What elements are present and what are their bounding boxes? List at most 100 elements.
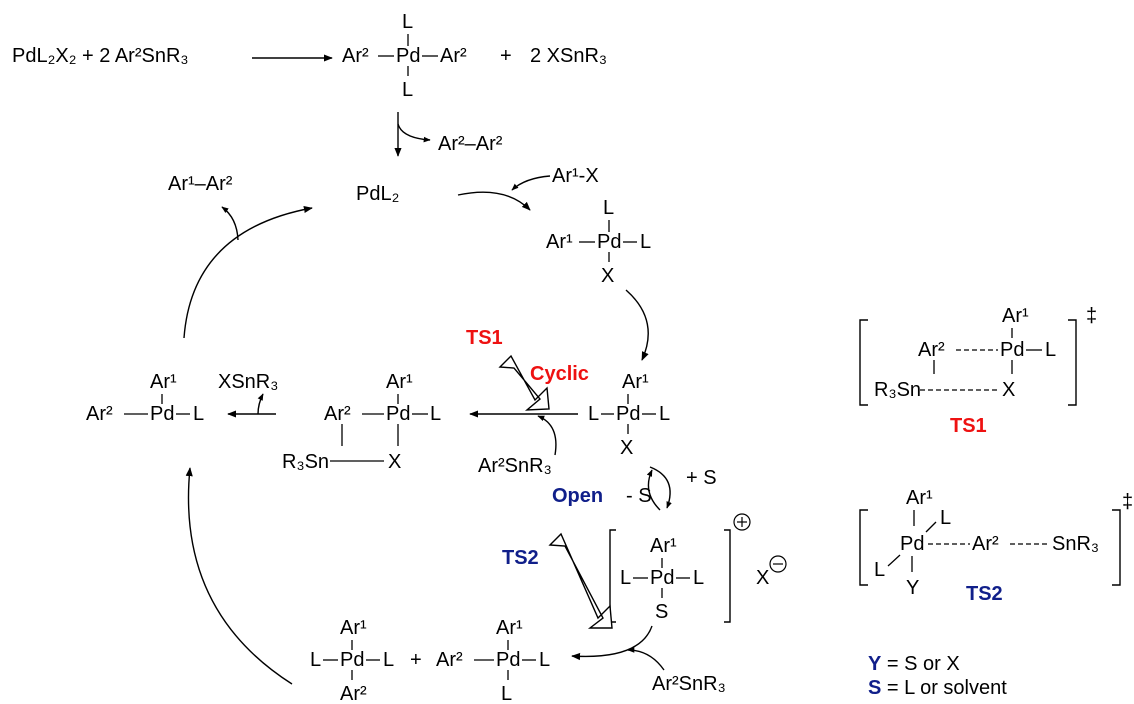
ci-pd: Pd	[386, 403, 410, 425]
homocoupling-product: Ar²–Ar²	[438, 133, 503, 155]
cyclic-label: Cyclic	[530, 363, 589, 385]
bis-aryl-pd-complex: L Ar² Pd Ar² L	[342, 11, 467, 101]
ts2-y: Y	[906, 577, 919, 599]
tb-ar1: Ar¹	[340, 617, 367, 639]
ts2-bracket-right	[1112, 509, 1121, 586]
cat-ligand-left: L	[620, 567, 631, 589]
cis-ar2: Ar²	[86, 403, 113, 425]
ts2-bracket-left	[859, 509, 868, 586]
trans-pd: Pd	[616, 403, 640, 425]
cat-pd: Pd	[650, 567, 674, 589]
plus-s: + S	[686, 467, 717, 489]
ts2-ligand-up: L	[940, 507, 951, 529]
trans-bis-aryl-complex: Ar¹ L Pd L Ar²	[310, 617, 394, 704]
ci-halide: X	[388, 451, 401, 473]
oa-ligand-right: L	[640, 231, 651, 253]
ci-ligand: L	[430, 403, 441, 425]
s-definition: S = L or solvent	[868, 677, 1007, 699]
aryl-halide-entry-arrow	[511, 175, 551, 191]
ts1-ligand: L	[1045, 339, 1056, 361]
stannane-entry-arrow-open	[627, 647, 665, 671]
cis-ar1: Ar¹	[150, 371, 177, 393]
tb-ligand-left: L	[310, 649, 321, 671]
ts1-structure: ‡ Ar¹ Ar² Pd L R₃Sn X	[859, 305, 1097, 406]
oa-halide: X	[601, 265, 614, 287]
positive-charge-icon	[733, 513, 751, 531]
cat-ar1: Ar¹	[650, 535, 677, 557]
coupled-product: Ar¹–Ar²	[168, 173, 233, 195]
solvent-association-arrow	[649, 466, 672, 509]
ts2-snr3: SnR₃	[1052, 533, 1099, 555]
ts1-dagger: ‡	[1086, 305, 1097, 327]
ci-ar1: Ar¹	[386, 371, 413, 393]
ts2-pd: Pd	[900, 533, 924, 555]
ts1-bracket-left	[859, 319, 868, 406]
trans-halide: X	[620, 437, 633, 459]
solvent-dissociation-arrow	[646, 469, 661, 511]
cation-bracket-right	[724, 529, 731, 623]
aryl-halide: Ar¹-X	[552, 165, 599, 187]
tb-ligand-right: L	[383, 649, 394, 671]
ts1-ar2: Ar²	[918, 339, 945, 361]
plus-sign: +	[500, 45, 512, 67]
ts1-label: TS1	[466, 327, 503, 349]
pd-center: Pd	[396, 45, 420, 67]
ts2-ar1: Ar¹	[906, 487, 933, 509]
cb-ar2: Ar²	[436, 649, 463, 671]
cis-pd: Pd	[150, 403, 174, 425]
plus-sign-bottom: +	[410, 649, 422, 671]
ts2-structure: ‡ Ar¹ L Pd Ar² SnR₃ L Y	[859, 487, 1133, 599]
ts2-label: TS2	[502, 547, 539, 569]
ts1-hollow-arrow	[498, 354, 550, 411]
ci-r3sn: R₃Sn	[282, 451, 329, 473]
cyclic-intermediate: Ar¹ Ar² Pd L R₃Sn X	[282, 371, 441, 473]
open-transmetalation-arrow	[571, 625, 653, 661]
product-release-arrow	[221, 206, 239, 241]
ts2-ar2: Ar²	[972, 533, 999, 555]
pdl2-catalyst: PdL₂	[356, 183, 399, 205]
cb-ligand-right: L	[539, 649, 550, 671]
oa-ar1: Ar¹	[546, 231, 573, 253]
ts1-ar1: Ar¹	[1002, 305, 1029, 327]
trans-ligand-right: L	[659, 403, 670, 425]
ts1-halide: X	[1002, 379, 1015, 401]
ts2-hollow-arrow	[548, 532, 613, 629]
cis-pd-complex: Ar¹ Ar² Pd L	[86, 371, 204, 425]
open-label: Open	[552, 485, 603, 507]
ts1-bracket-right	[1068, 319, 1077, 406]
stannane-cyclic: Ar²SnR₃	[478, 455, 552, 477]
tb-ar2: Ar²	[340, 683, 367, 704]
ar2-right: Ar²	[440, 45, 467, 67]
oxidative-addition-complex: L Ar¹ Pd L X	[546, 197, 651, 287]
ligand-top: L	[402, 11, 413, 33]
ts2-caption: TS2	[966, 583, 1003, 605]
oa-ligand-top: L	[603, 197, 614, 219]
ci-ar2: Ar²	[324, 403, 351, 425]
cation-bracket-left	[609, 529, 616, 623]
ts1-caption: TS1	[950, 415, 987, 437]
ligand-bottom: L	[402, 79, 413, 101]
stannane-open: Ar²SnR₃	[652, 673, 726, 695]
stannane-entry-arrow-cyclic	[537, 415, 557, 456]
xsnr3-release-arrow	[257, 393, 264, 415]
homocoupling-release-arrow	[397, 123, 431, 143]
ts1-r3sn: R₃Sn	[874, 379, 921, 401]
minus-s: - S	[626, 485, 652, 507]
oxidative-addition-arrow	[457, 191, 531, 211]
halide-anion: X	[756, 567, 769, 589]
tb-pd: Pd	[340, 649, 364, 671]
isomerization-return-arrow	[185, 467, 293, 685]
cb-ar1: Ar¹	[496, 617, 523, 639]
oa-pd: Pd	[597, 231, 621, 253]
ts2-dagger: ‡	[1122, 491, 1133, 513]
ts1-pd: Pd	[1000, 339, 1024, 361]
trans-ligand-left: L	[588, 403, 599, 425]
cb-ligand-bottom: L	[501, 683, 512, 704]
trans-ar1: Ar¹	[622, 371, 649, 393]
reductive-elimination-arrow	[183, 205, 313, 339]
ar2-left: Ar²	[342, 45, 369, 67]
isomerization-arrow	[625, 289, 649, 361]
cb-pd: Pd	[496, 649, 520, 671]
cis-bis-aryl-complex: Ar¹ Ar² Pd L L	[436, 617, 550, 704]
